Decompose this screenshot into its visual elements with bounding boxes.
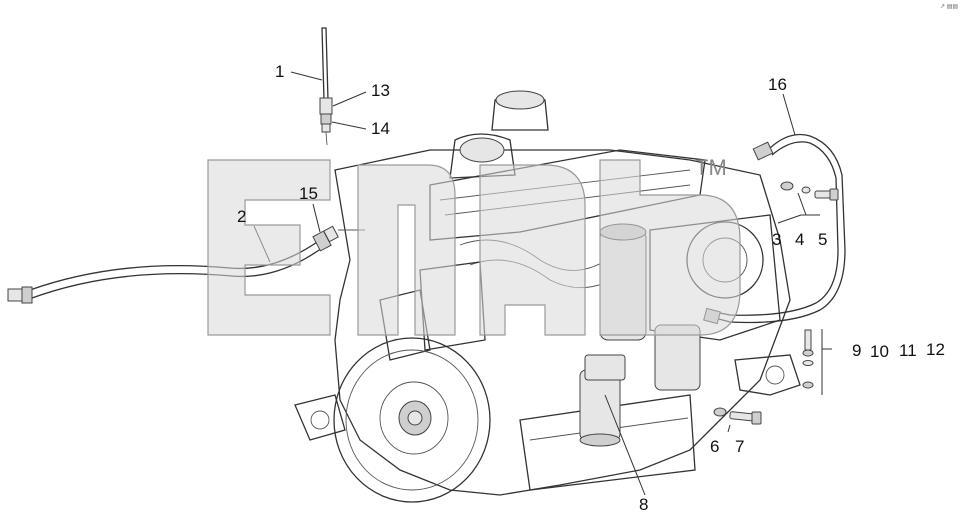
bolt-set-3-4-5 (780, 181, 839, 201)
dipstick (319, 27, 333, 146)
callout-13: 13 (371, 81, 390, 100)
callout-2: 2 (237, 207, 246, 226)
flywheel (333, 337, 491, 503)
callout-10: 10 (870, 342, 889, 361)
callout-11: 11 (899, 341, 917, 360)
bolt-set-6-7 (713, 407, 762, 425)
callout-8: 8 (639, 495, 648, 514)
oil-hose (7, 225, 365, 304)
callout-16: 16 (768, 75, 787, 94)
callout-3: 3 (772, 230, 781, 249)
callout-9: 9 (852, 341, 861, 360)
callout-6: 6 (710, 437, 719, 456)
callout-7: 7 (735, 437, 744, 456)
bolt-set-9-12 (802, 329, 814, 389)
callout-5: 5 (818, 230, 827, 249)
callout-1: 1 (275, 62, 284, 81)
watermark-logo: TM (207, 155, 741, 336)
watermark-tm: TM (695, 155, 727, 180)
callout-12: 12 (926, 340, 945, 359)
callout-labels: 1 2 3 4 5 6 7 8 9 10 11 12 13 14 15 16 (237, 62, 945, 514)
callout-15: 15 (299, 184, 318, 203)
corner-mark: ↗ ▤▤ (940, 4, 958, 10)
callout-14: 14 (371, 119, 390, 138)
callout-4: 4 (795, 230, 804, 249)
